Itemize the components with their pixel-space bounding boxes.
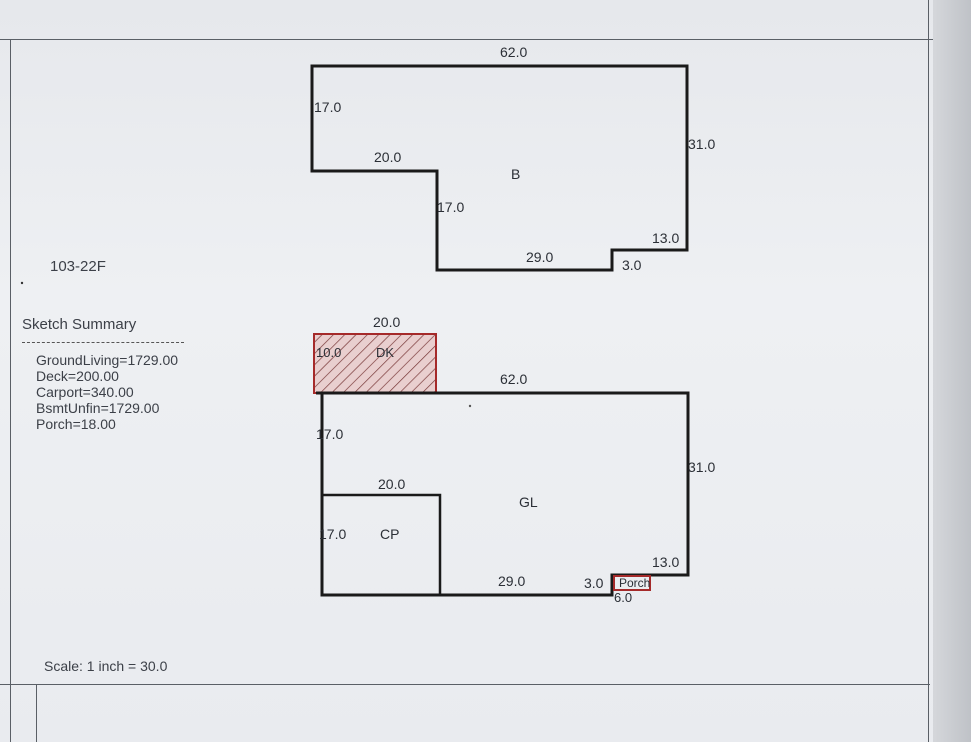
monitor-bezel bbox=[933, 0, 971, 742]
basement-top-dim: 62.0 bbox=[500, 44, 527, 60]
frame-top-line bbox=[0, 39, 940, 40]
summary-item-deck: Deck=200.00 bbox=[36, 368, 119, 384]
summary-list: GroundLiving=1729.00 Deck=200.00 Carport… bbox=[36, 352, 178, 432]
stray-dot bbox=[20, 281, 24, 285]
deck-label: DK bbox=[376, 345, 394, 360]
frame-left-line bbox=[10, 39, 11, 742]
deck-area bbox=[313, 333, 437, 394]
basement-right-dim: 31.0 bbox=[688, 136, 715, 152]
ground-area-label: GL bbox=[519, 494, 538, 510]
summary-item-ground-living: GroundLiving=1729.00 bbox=[36, 352, 179, 368]
frame-footer-left-line bbox=[36, 684, 37, 742]
summary-item-carport: Carport=340.00 bbox=[36, 384, 134, 400]
ground-left-dim: 17.0 bbox=[316, 426, 343, 442]
carport-label: CP bbox=[380, 526, 399, 542]
carport-area bbox=[320, 493, 442, 597]
deck-width-dim: 20.0 bbox=[373, 314, 400, 330]
basement-notch-v-dim: 13.0 bbox=[652, 230, 679, 246]
basement-bottom-dim: 29.0 bbox=[526, 249, 553, 265]
ground-notch-v-dim: 13.0 bbox=[652, 554, 679, 570]
ground-top-dim: 62.0 bbox=[500, 371, 527, 387]
floor-plan-sketch: 62.0 17.0 20.0 17.0 B 31.0 13.0 29.0 3.0… bbox=[20, 44, 715, 605]
basement-outline bbox=[310, 64, 689, 272]
basement-step-h-dim: 20.0 bbox=[374, 149, 401, 165]
frame-right-line bbox=[928, 0, 929, 742]
basement-area-label: B bbox=[511, 166, 520, 182]
scale-text: Scale: 1 inch = 30.0 bbox=[44, 658, 168, 674]
ground-bottom-dim: 29.0 bbox=[498, 573, 525, 589]
carport-width-dim: 20.0 bbox=[378, 476, 405, 492]
sketch-summary-title: Sketch Summary bbox=[22, 316, 137, 333]
porch-area bbox=[613, 575, 651, 591]
basement-left-dim: 17.0 bbox=[314, 99, 341, 115]
carport-height-dim: 17.0 bbox=[319, 526, 346, 542]
summary-divider bbox=[22, 342, 184, 343]
summary-item-porch: Porch=18.00 bbox=[36, 416, 116, 432]
summary-item-bsmt-unfin: BsmtUnfin=1729.00 bbox=[36, 400, 160, 416]
porch-width-dim: 6.0 bbox=[614, 590, 632, 605]
ground-notch-h-dim: 3.0 bbox=[584, 575, 604, 591]
property-code: 103-22F bbox=[50, 258, 106, 275]
basement-notch-h-dim: 3.0 bbox=[622, 257, 642, 273]
porch-label: Porch bbox=[619, 576, 650, 590]
basement-step-v-dim: 17.0 bbox=[437, 199, 464, 215]
stray-dot-2 bbox=[468, 404, 472, 408]
ground-right-dim: 31.0 bbox=[688, 459, 715, 475]
summary-panel: 103-22F Sketch Summary GroundLiving=1729… bbox=[10, 40, 300, 680]
frame-bottom-line bbox=[0, 684, 930, 685]
deck-height-dim: 10.0 bbox=[316, 345, 341, 360]
